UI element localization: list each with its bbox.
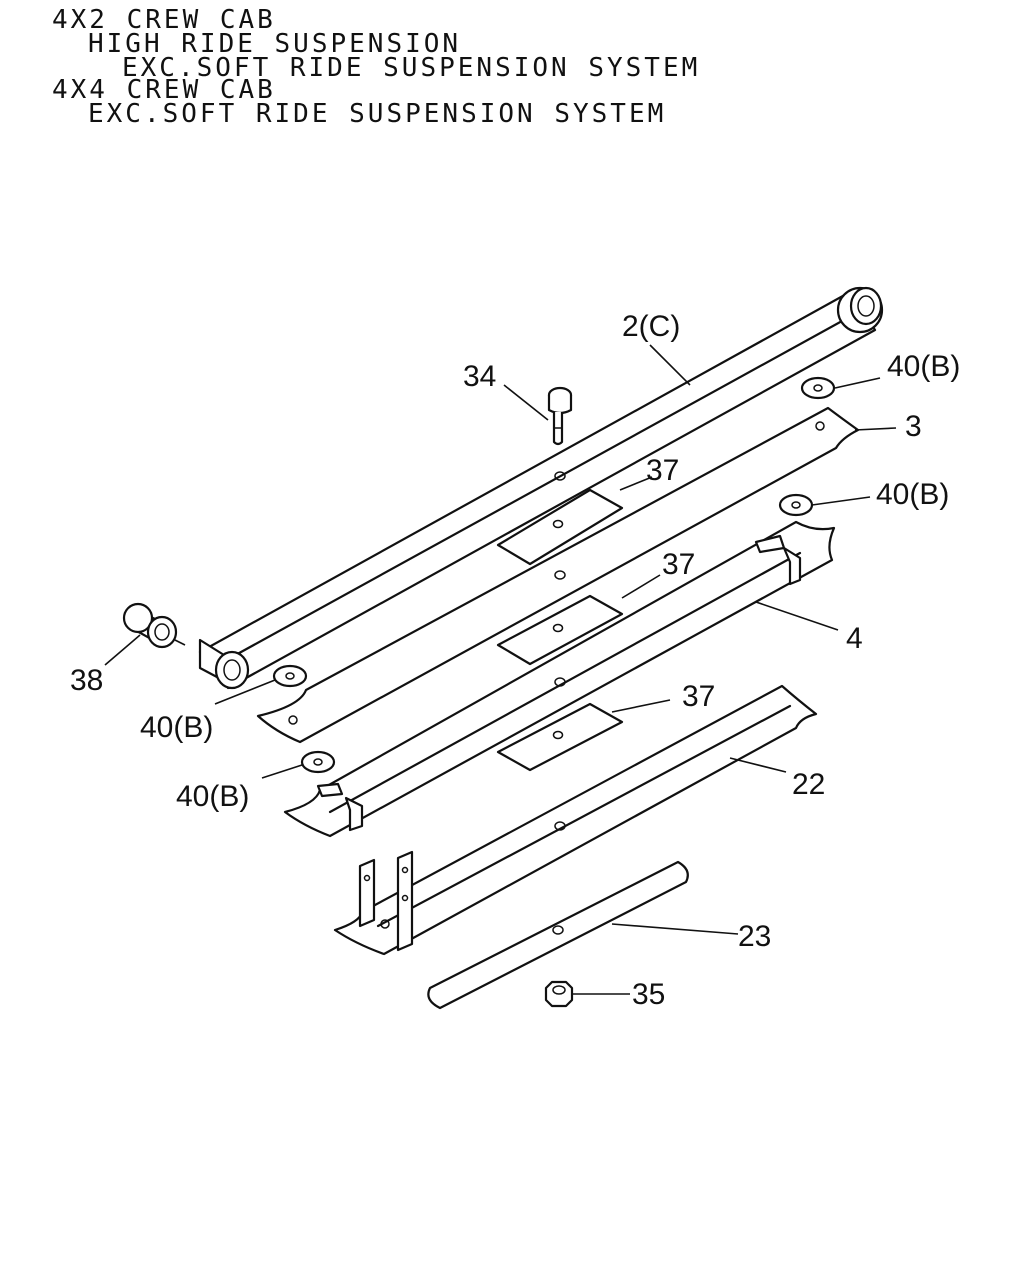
- callout-labels: 2(C) 34 40(B) 3 37 40(B) 37 4 38 37 40(B…: [70, 310, 960, 1011]
- main-leaf-spring: [198, 286, 884, 690]
- center-bolt: [547, 386, 573, 446]
- label-40b-middle-right: 40(B): [876, 478, 949, 511]
- label-38: 38: [70, 664, 103, 697]
- center-nut: [544, 980, 574, 1008]
- label-37-middle: 37: [662, 548, 695, 581]
- pad-37-middle: [496, 594, 624, 666]
- title-line-5: EXC.SOFT RIDE SUSPENSION SYSTEM: [88, 99, 667, 129]
- washer-upper-right: [800, 376, 836, 400]
- title-line-4: 4X4 CREW CAB: [52, 75, 276, 105]
- label-40b-lower-left: 40(B): [176, 780, 249, 813]
- label-4: 4: [846, 622, 863, 655]
- label-34: 34: [463, 360, 496, 393]
- washer-lower-left: [300, 750, 336, 774]
- title-line-2: HIGH RIDE SUSPENSION: [88, 29, 462, 59]
- label-40b-upper-left: 40(B): [140, 711, 213, 744]
- bushing-part: [122, 602, 186, 649]
- label-37-lower: 37: [682, 680, 715, 713]
- label-40b-upper-right: 40(B): [887, 350, 960, 383]
- label-23: 23: [738, 920, 771, 953]
- leaf-22: [333, 684, 818, 956]
- leaf-23: [427, 860, 689, 1010]
- label-35: 35: [632, 978, 665, 1011]
- washer-upper-left: [272, 664, 308, 688]
- leader-lines: [104, 344, 897, 995]
- washer-middle-right: [778, 493, 814, 517]
- title-line-3: EXC.SOFT RIDE SUSPENSION SYSTEM: [122, 53, 701, 83]
- label-2c: 2(C): [622, 310, 680, 343]
- title-line-1: 4X2 CREW CAB: [52, 5, 276, 35]
- label-22: 22: [792, 768, 825, 801]
- leaf-4: [283, 520, 836, 838]
- pad-37-upper: [496, 488, 624, 566]
- label-3: 3: [905, 410, 922, 443]
- pad-37-lower: [496, 702, 624, 772]
- label-37-upper: 37: [646, 454, 679, 487]
